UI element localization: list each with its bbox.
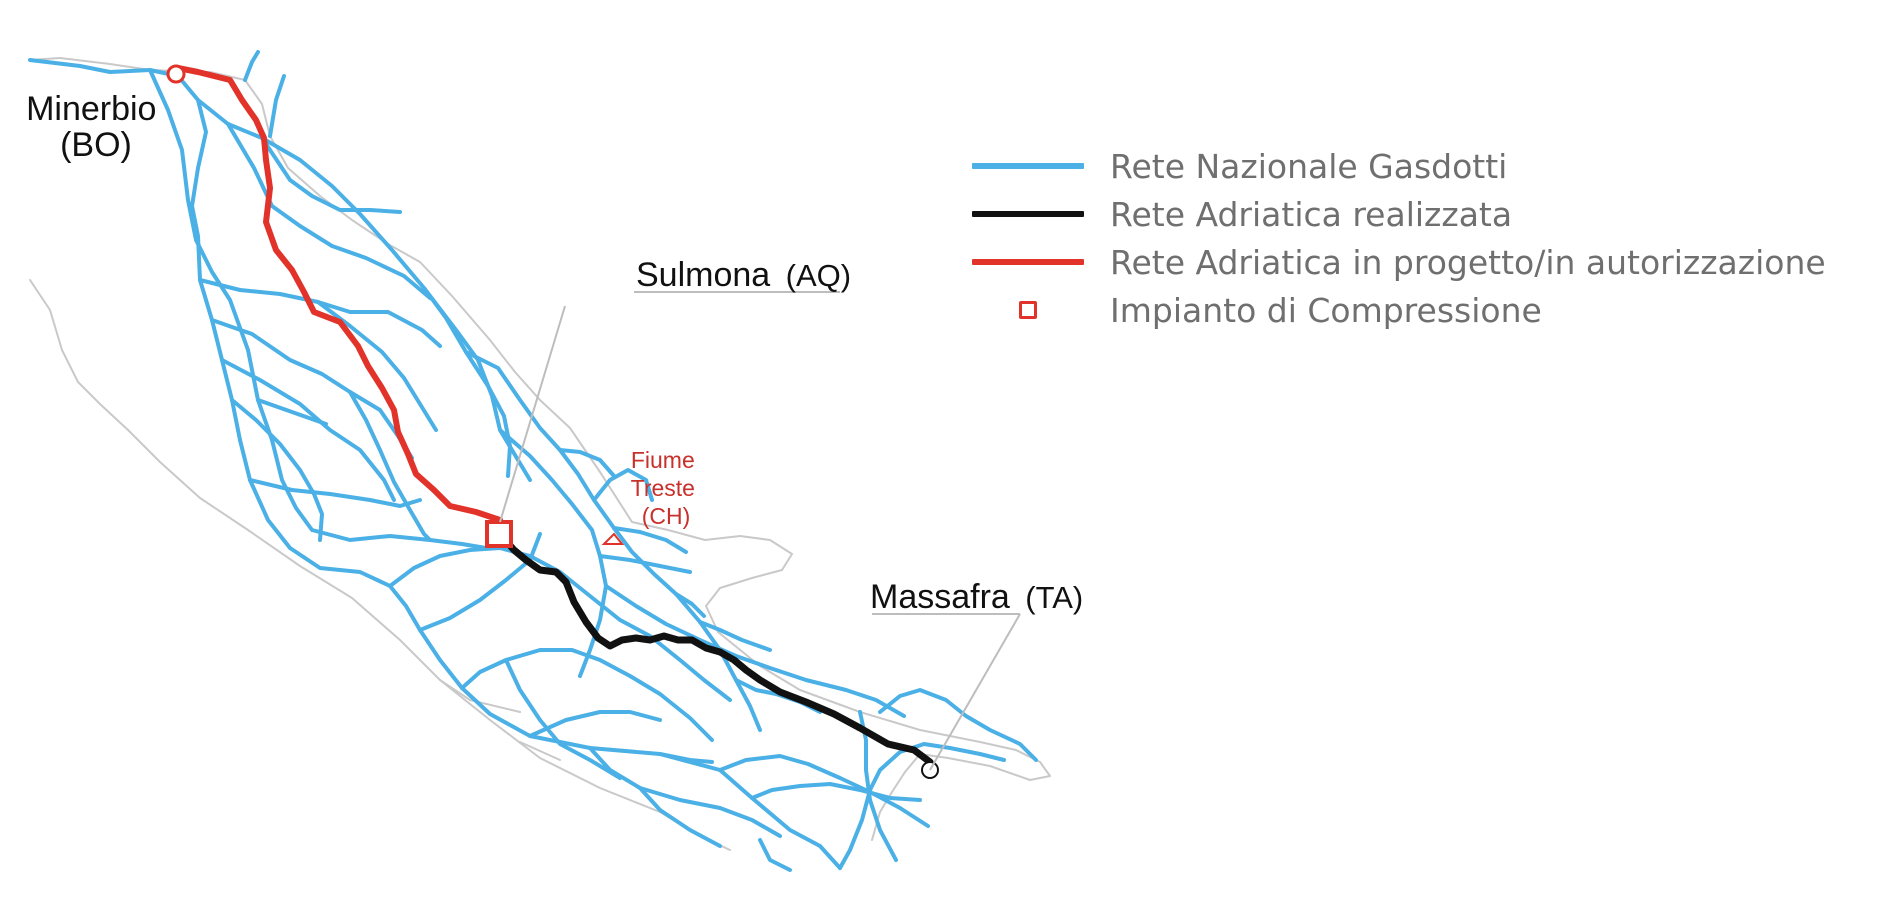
red-square-icon <box>1019 301 1037 319</box>
sulmona-label: Sulmona (AQ) <box>636 256 851 294</box>
minerbio-marker <box>166 64 186 84</box>
map-legend: Rete Nazionale Gasdotti Rete Adriatica r… <box>972 142 1892 334</box>
coastline <box>29 57 1051 851</box>
planned-pipeline <box>175 65 503 537</box>
minerbio-label-line1: Minerbio <box>26 90 156 128</box>
legend-label-national: Rete Nazionale Gasdotti <box>1110 146 1508 186</box>
legend-swatch-national <box>972 142 1084 190</box>
blue-line-icon <box>972 163 1084 169</box>
legend-swatch-built <box>972 190 1084 238</box>
legend-label-compression: Impianto di Compressione <box>1110 290 1542 330</box>
massafra-name: Massafra <box>870 578 1010 616</box>
minerbio-label: Minerbio (BO) <box>26 90 166 164</box>
legend-item-built: Rete Adriatica realizzata <box>972 190 1892 238</box>
red-line-icon <box>972 259 1084 265</box>
fiume-label-line1: Fiume <box>631 447 695 473</box>
legend-swatch-planned <box>972 238 1084 286</box>
legend-item-national-network: Rete Nazionale Gasdotti <box>972 142 1892 190</box>
sulmona-code: (AQ) <box>786 258 851 293</box>
fiume-treste-label: Fiume Treste (CH) <box>631 447 702 529</box>
legend-label-planned: Rete Adriatica in progetto/in autorizzaz… <box>1110 242 1826 282</box>
massafra-label: Massafra (TA) <box>870 578 1083 616</box>
legend-swatch-compression <box>972 286 1084 334</box>
fiume-treste-marker <box>601 532 625 545</box>
sulmona-name: Sulmona <box>636 256 770 294</box>
minerbio-label-line2: (BO) <box>60 126 132 164</box>
leader-lines <box>499 291 1021 771</box>
black-line-icon <box>972 211 1084 217</box>
compression-station-sulmona <box>485 520 513 548</box>
legend-item-compression: Impianto di Compressione <box>972 286 1892 334</box>
legend-item-planned: Rete Adriatica in progetto/in autorizzaz… <box>972 238 1892 286</box>
fiume-label-line2: Treste <box>631 475 695 501</box>
fiume-label-line3: (CH) <box>642 503 691 529</box>
massafra-code: (TA) <box>1025 580 1083 615</box>
legend-label-built: Rete Adriatica realizzata <box>1110 194 1513 234</box>
built-pipeline <box>496 530 934 766</box>
